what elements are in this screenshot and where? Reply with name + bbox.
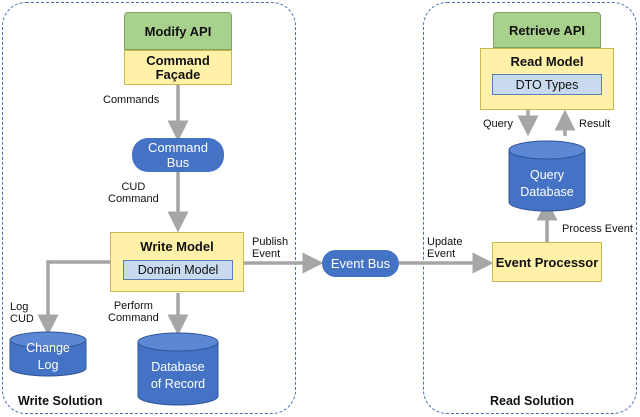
query-database-label: Query Database	[520, 168, 574, 199]
event-processor-label: Event Processor	[495, 254, 599, 270]
command-bus-node: Command Bus	[132, 138, 224, 172]
publish-event-label: Publish Event	[252, 236, 289, 260]
dto-types-label: DTO Types	[515, 77, 579, 92]
retrieve-api-label: Retrieve API	[508, 22, 586, 38]
domain-model-label: Domain Model	[137, 263, 219, 277]
command-bus-label: Command Bus	[148, 140, 208, 170]
command-facade-label: Command Façade	[146, 52, 210, 82]
read-solution-title: Read Solution	[490, 394, 575, 408]
event-bus-node: Event Bus	[322, 250, 399, 277]
write-model-title: Write Model	[140, 239, 214, 254]
arrow-writemodel-to-changelog	[37, 260, 110, 336]
log-cud-label: Log CUD	[10, 301, 34, 325]
change-log-cylinder	[9, 331, 87, 377]
write-solution-title: Write Solution	[18, 394, 103, 408]
domain-model-box: Domain Model	[123, 260, 233, 280]
query-label: Query	[483, 118, 513, 130]
perform-command-label: Perform Command	[108, 300, 159, 324]
result-label: Result	[579, 118, 611, 130]
cud-command-label: CUD Command	[108, 181, 159, 205]
query-database-cylinder	[508, 140, 586, 212]
event-bus-label: Event Bus	[330, 256, 391, 271]
commands-label: Commands	[103, 94, 160, 106]
modify-api-box: Modify API	[124, 12, 232, 50]
database-of-record-label: Database of Record	[150, 360, 206, 391]
command-facade-box: Command Façade	[124, 50, 232, 85]
database-of-record-cylinder	[137, 332, 219, 406]
write-solution-panel	[2, 2, 296, 414]
process-event-label: Process Event	[562, 223, 633, 235]
event-processor-box: Event Processor	[492, 242, 602, 282]
retrieve-api-box: Retrieve API	[493, 12, 601, 48]
change-log-label: Change Log	[26, 341, 70, 372]
update-event-label: Update Event	[427, 236, 463, 260]
dto-types-box: DTO Types	[492, 74, 602, 95]
read-solution-panel	[423, 2, 637, 414]
read-model-title: Read Model	[510, 54, 584, 69]
modify-api-label: Modify API	[144, 23, 212, 39]
